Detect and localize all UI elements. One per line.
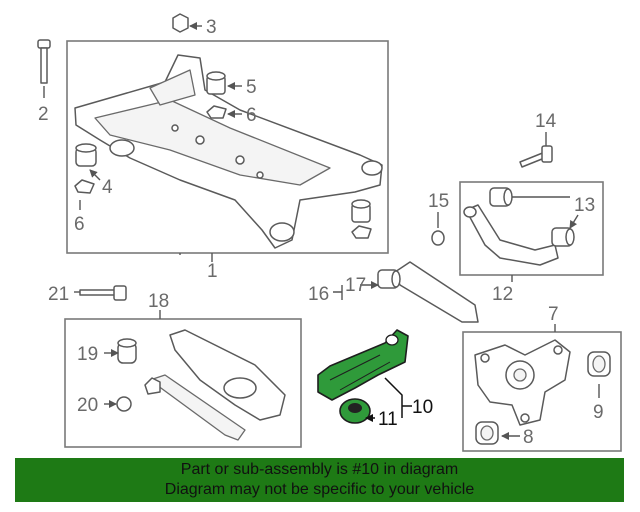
callout-17: 17: [345, 275, 366, 296]
notice-banner: Part or sub-assembly is #10 in diagram D…: [15, 458, 624, 502]
callout-11: 11: [378, 409, 398, 430]
washer-part-15[interactable]: [431, 230, 445, 246]
callout-12: 12: [492, 284, 513, 305]
bushing-part-9[interactable]: [587, 351, 611, 377]
notice-line-2: Diagram may not be specific to your vehi…: [164, 481, 475, 498]
callout-4: 4: [102, 177, 113, 198]
callout-15: 15: [428, 191, 449, 212]
callout-3: 3: [206, 17, 217, 38]
washer-part-6-right[interactable]: [206, 105, 227, 119]
callout-2: 2: [38, 104, 49, 125]
callout-16: 16: [308, 284, 329, 305]
callout-5: 5: [246, 77, 257, 98]
callout-19: 19: [77, 344, 98, 365]
crossmember-part[interactable]: [74, 54, 383, 249]
lateral-link-part[interactable]: [377, 261, 479, 323]
bushing-part-5[interactable]: [206, 71, 226, 95]
knuckle-group-box: [462, 331, 622, 452]
bushing-part-8[interactable]: [475, 421, 499, 445]
callout-6-upper: 6: [246, 105, 257, 126]
callout-20: 20: [77, 395, 98, 416]
nut-part-3[interactable]: [172, 13, 189, 33]
bolt-part-2[interactable]: [37, 39, 51, 84]
crossmember-group-box: [66, 40, 389, 254]
callout-9: 9: [593, 402, 604, 423]
bushing-part-4[interactable]: [75, 143, 97, 167]
notice-line-1: Part or sub-assembly is #10 in diagram: [180, 461, 459, 478]
bolt-part-21[interactable]: [79, 285, 127, 301]
callout-14: 14: [535, 111, 557, 132]
callout-18: 18: [148, 291, 169, 312]
callout-1: 1: [207, 261, 218, 282]
callout-6-lower: 6: [74, 214, 85, 235]
washer-part-6-left[interactable]: [74, 179, 95, 194]
callout-8: 8: [523, 427, 534, 448]
upper-arm-group-box: [459, 181, 604, 276]
callout-7: 7: [548, 304, 559, 325]
lower-arm-part[interactable]: [116, 329, 286, 441]
bolt-part-14[interactable]: [519, 145, 553, 168]
lower-arm-group-box: [64, 318, 302, 448]
callout-10: 10: [412, 397, 433, 418]
bushing-part-right[interactable]: [351, 199, 372, 239]
bushing-part-11[interactable]: [339, 398, 371, 424]
callout-21: 21: [48, 284, 69, 305]
upper-arm-part[interactable]: [463, 187, 575, 266]
knuckle-part[interactable]: [474, 339, 571, 426]
callout-13: 13: [574, 195, 595, 216]
trailing-arm-part-10[interactable]: [317, 329, 409, 401]
